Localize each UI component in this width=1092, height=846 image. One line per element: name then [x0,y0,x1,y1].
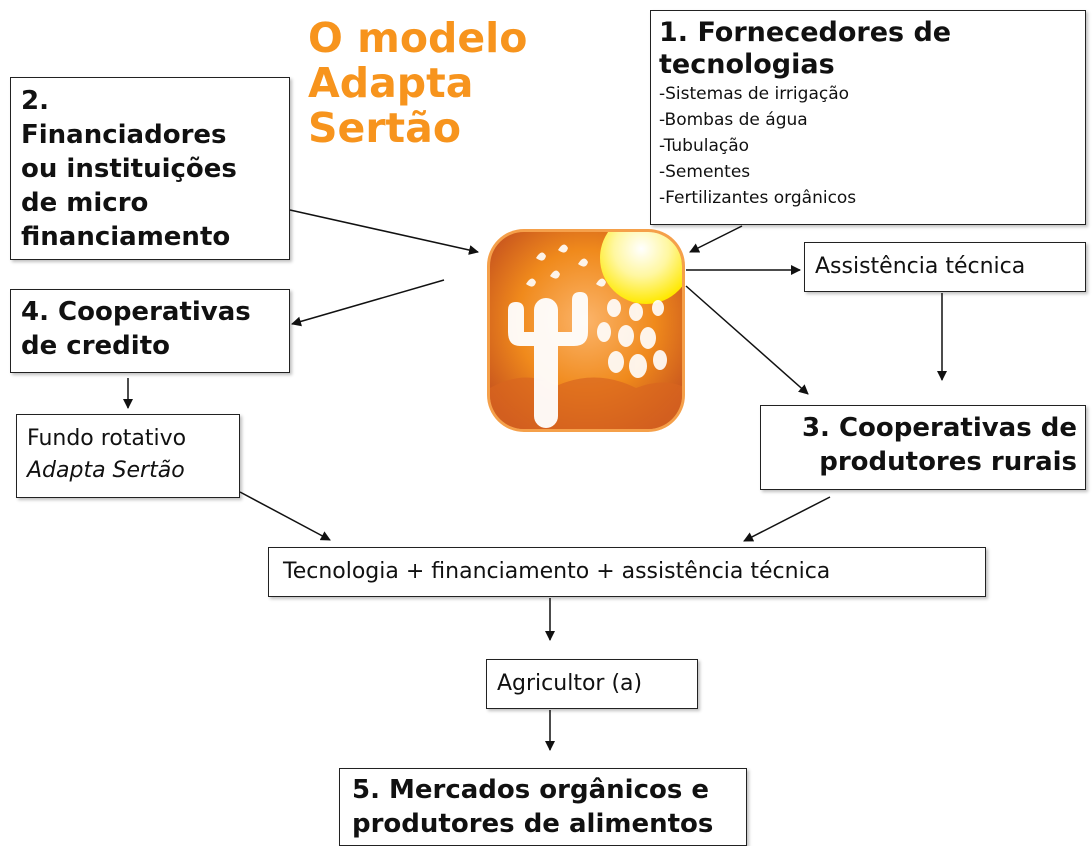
mercados-line: produtores de alimentos [352,809,714,839]
cooperativas-credito-box: 4. Cooperativas de credito [10,289,290,373]
assistencia-box: Assistência técnica [804,242,1086,292]
list-item: -Bombas de água [659,110,808,130]
list-item: -Tubulação [659,136,750,156]
fornecedores-title-line: tecnologias [659,49,835,80]
fornecedores-title-line: 1. Fornecedores de [659,17,952,48]
page-title: O modelo Adapta Sertão [308,16,527,151]
cactus-sun-rain-logo-icon [487,229,685,432]
financiadores-line: ou instituições [21,154,237,184]
financiadores-box: 2. Financiadores ou instituições de micr… [10,77,290,260]
fornecedores-list: -Sistemas de irrigação -Bombas de água -… [659,81,1077,211]
arrow-cooperativas-produtores-to-tecnologia [743,496,831,542]
cooperativas-credito-line: 4. Cooperativas [21,297,251,327]
financiadores-line: Financiadores [21,120,227,150]
fornecedores-box: 1. Fornecedores de tecnologias -Sistemas… [650,10,1086,225]
title-line: O modelo [308,14,528,62]
fundo-rotativo-line2: Adapta Sertão [27,458,185,483]
cooperativas-produtores-line: 3. Cooperativas de [801,413,1077,443]
arrow-fornecedores-to-logo [689,225,743,253]
mercados-box: 5. Mercados orgânicos e produtores de al… [339,768,747,846]
fundo-rotativo-line1: Fundo rotativo [27,426,187,451]
cooperativas-credito-line: de credito [21,331,170,361]
arrow-fundo-to-tecnologia [239,491,331,541]
list-item: -Sistemas de irrigação [659,84,850,104]
tecnologia-label: Tecnologia + financiamento + assistência… [283,559,831,584]
arrow-logo-to-cooperativas-credito [291,279,445,327]
title-line: Sertão [308,104,461,152]
list-item: -Sementes [659,162,751,182]
arrow-financiadores-to-logo [289,209,479,255]
arrow-logo-to-cooperativas-produtores [685,285,809,395]
mercados-line: 5. Mercados orgânicos e [352,775,710,805]
financiadores-line: financiamento [21,222,231,252]
tecnologia-box: Tecnologia + financiamento + assistência… [268,547,986,597]
fornecedores-title: 1. Fornecedores de tecnologias [659,17,1077,81]
title-line: Adapta [308,59,474,107]
agricultor-label: Agricultor (a) [497,671,643,696]
financiadores-line: 2. [21,86,49,116]
cooperativas-produtores-box: 3. Cooperativas de produtores rurais [760,405,1086,490]
assistencia-label: Assistência técnica [815,254,1026,279]
fundo-rotativo-box: Fundo rotativo Adapta Sertão [16,414,240,498]
financiadores-line: de micro [21,188,149,218]
cooperativas-produtores-line: produtores rurais [819,447,1077,477]
list-item: -Fertilizantes orgânicos [659,188,857,208]
agricultor-box: Agricultor (a) [486,659,698,709]
